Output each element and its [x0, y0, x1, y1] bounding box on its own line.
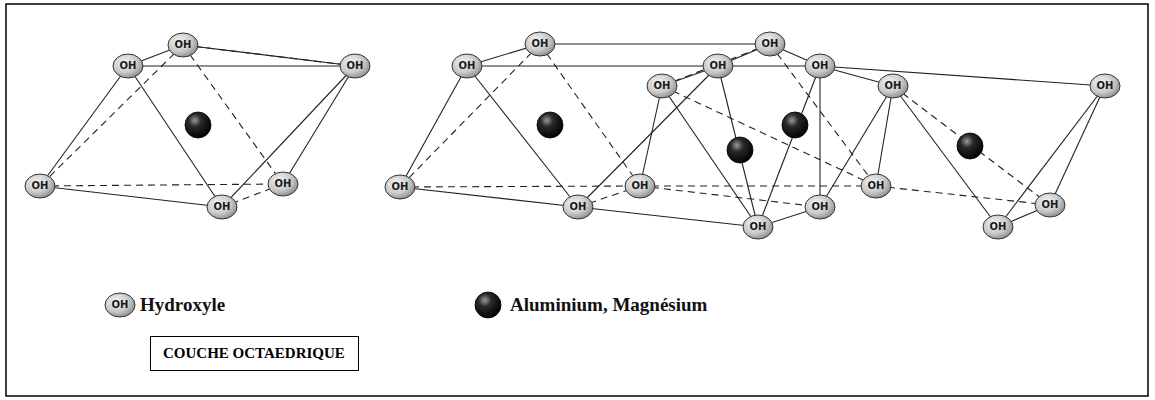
- hydroxyl-sphere: [340, 54, 370, 78]
- octahedron-edge: [893, 86, 998, 227]
- hydroxyl-sphere: [703, 54, 733, 78]
- octahedron-edge: [662, 86, 758, 227]
- metal-atom: [185, 112, 211, 138]
- hydroxyl-label: OH: [214, 202, 231, 212]
- octahedron-edge: [662, 86, 876, 186]
- caption-box: COUCHE OCTAEDRIQUE: [150, 336, 359, 371]
- hydroxyl-label: OH: [112, 300, 129, 310]
- hydroxyl-label: OH: [32, 181, 49, 191]
- octahedron-edge: [662, 44, 770, 86]
- octahedron-edge: [400, 44, 540, 187]
- octahedron-edge: [183, 45, 355, 66]
- hydroxyl-label: OH: [654, 81, 671, 91]
- hydroxyl-sphere: [563, 195, 593, 219]
- octahedron-edge: [718, 66, 758, 227]
- hydroxyl-label: OH: [710, 61, 727, 71]
- hydroxyl-sphere: [743, 215, 773, 239]
- hydroxyl-label: OH: [532, 39, 549, 49]
- hydroxyl-sphere: [452, 54, 482, 78]
- hydroxyl-label: OH: [868, 181, 885, 191]
- octahedron-edge: [1050, 86, 1105, 205]
- octahedron-edge: [283, 66, 355, 184]
- octahedron-edge: [876, 86, 893, 186]
- hydroxyl-sphere: [105, 293, 135, 317]
- hydroxyl-label: OH: [762, 39, 779, 49]
- octahedron-edge: [998, 86, 1105, 227]
- octahedron-edge: [183, 45, 283, 184]
- octahedron-edge: [540, 43, 770, 44]
- octahedron-edge: [400, 66, 467, 187]
- metal-atom: [957, 133, 983, 159]
- hydroxyl-sphere: [207, 195, 237, 219]
- metal-atoms: [185, 112, 983, 318]
- hydroxyl-label: OH: [812, 61, 829, 71]
- hydroxyl-label: OH: [812, 202, 829, 212]
- hydroxyl-sphere: [647, 74, 677, 98]
- octahedron-edge: [128, 66, 222, 207]
- caption-text: COUCHE OCTAEDRIQUE: [163, 344, 346, 362]
- octahedron-edge: [467, 65, 718, 66]
- hydroxyl-label: OH: [632, 181, 649, 191]
- hydroxyl-sphere: [805, 54, 835, 78]
- frame-border: [6, 4, 1148, 396]
- hydroxyl-sphere: [385, 175, 415, 199]
- hydroxyl-label: OH: [175, 40, 192, 50]
- octahedron-edge: [40, 45, 183, 186]
- hydroxyl-label: OH: [459, 61, 476, 71]
- hydroxyl-label: OH: [347, 61, 364, 71]
- hydroxyl-sphere: [755, 32, 785, 56]
- octahedron-edge: [578, 207, 758, 227]
- hydroxyl-sphere: [1090, 74, 1120, 98]
- legend-text: Aluminium, Magnésium: [510, 295, 707, 316]
- hydroxyl-sphere: [525, 32, 555, 56]
- hydroxyl-sphere: [983, 215, 1013, 239]
- hydroxyl-label: OH: [392, 182, 409, 192]
- hydroxyl-sphere: [268, 172, 298, 196]
- octahedron-edge: [183, 45, 355, 66]
- octahedron-edge: [893, 86, 1050, 205]
- octahedron-edge: [40, 184, 283, 186]
- octahedron-edge: [222, 66, 355, 207]
- hydroxyl-spheres: [25, 32, 1120, 317]
- octahedron-edge: [640, 185, 876, 186]
- octahedron-edge: [640, 186, 820, 207]
- hydroxyl-sphere: [878, 74, 908, 98]
- legend-text: Hydroxyle: [140, 295, 225, 316]
- metal-atom: [475, 292, 501, 318]
- octahedron-edge: [40, 186, 222, 207]
- hydroxyl-label: OH: [885, 81, 902, 91]
- octahedron-edge: [400, 187, 578, 207]
- hydroxyl-sphere: [625, 174, 655, 198]
- octahedron-edge: [400, 186, 640, 187]
- metal-atom: [727, 137, 753, 163]
- hydroxyl-label: OH: [1097, 81, 1114, 91]
- octahedron-edge: [876, 186, 1050, 205]
- octahedron-edges: [40, 44, 1105, 227]
- hydroxyl-sphere: [113, 54, 143, 78]
- hydroxyl-sphere: [805, 195, 835, 219]
- metal-atom: [537, 112, 563, 138]
- metal-atom: [782, 112, 808, 138]
- hydroxyl-label: OH: [750, 222, 767, 232]
- hydroxyl-sphere: [168, 33, 198, 57]
- octahedron-edge: [640, 86, 662, 186]
- octahedron-edge: [820, 66, 1105, 86]
- hydroxyl-label: OH: [570, 202, 587, 212]
- hydroxyl-sphere: [861, 174, 891, 198]
- hydroxyl-label: OH: [1042, 200, 1059, 210]
- hydroxyl-sphere: [25, 174, 55, 198]
- octahedron-edge: [770, 44, 876, 186]
- hydroxyl-label: OH: [275, 179, 292, 189]
- hydroxyl-label: OH: [990, 222, 1007, 232]
- hydroxyl-label: OH: [120, 61, 137, 71]
- hydroxyl-sphere: [1035, 193, 1065, 217]
- octahedron-edge: [40, 66, 128, 186]
- octahedron-edge: [820, 86, 893, 207]
